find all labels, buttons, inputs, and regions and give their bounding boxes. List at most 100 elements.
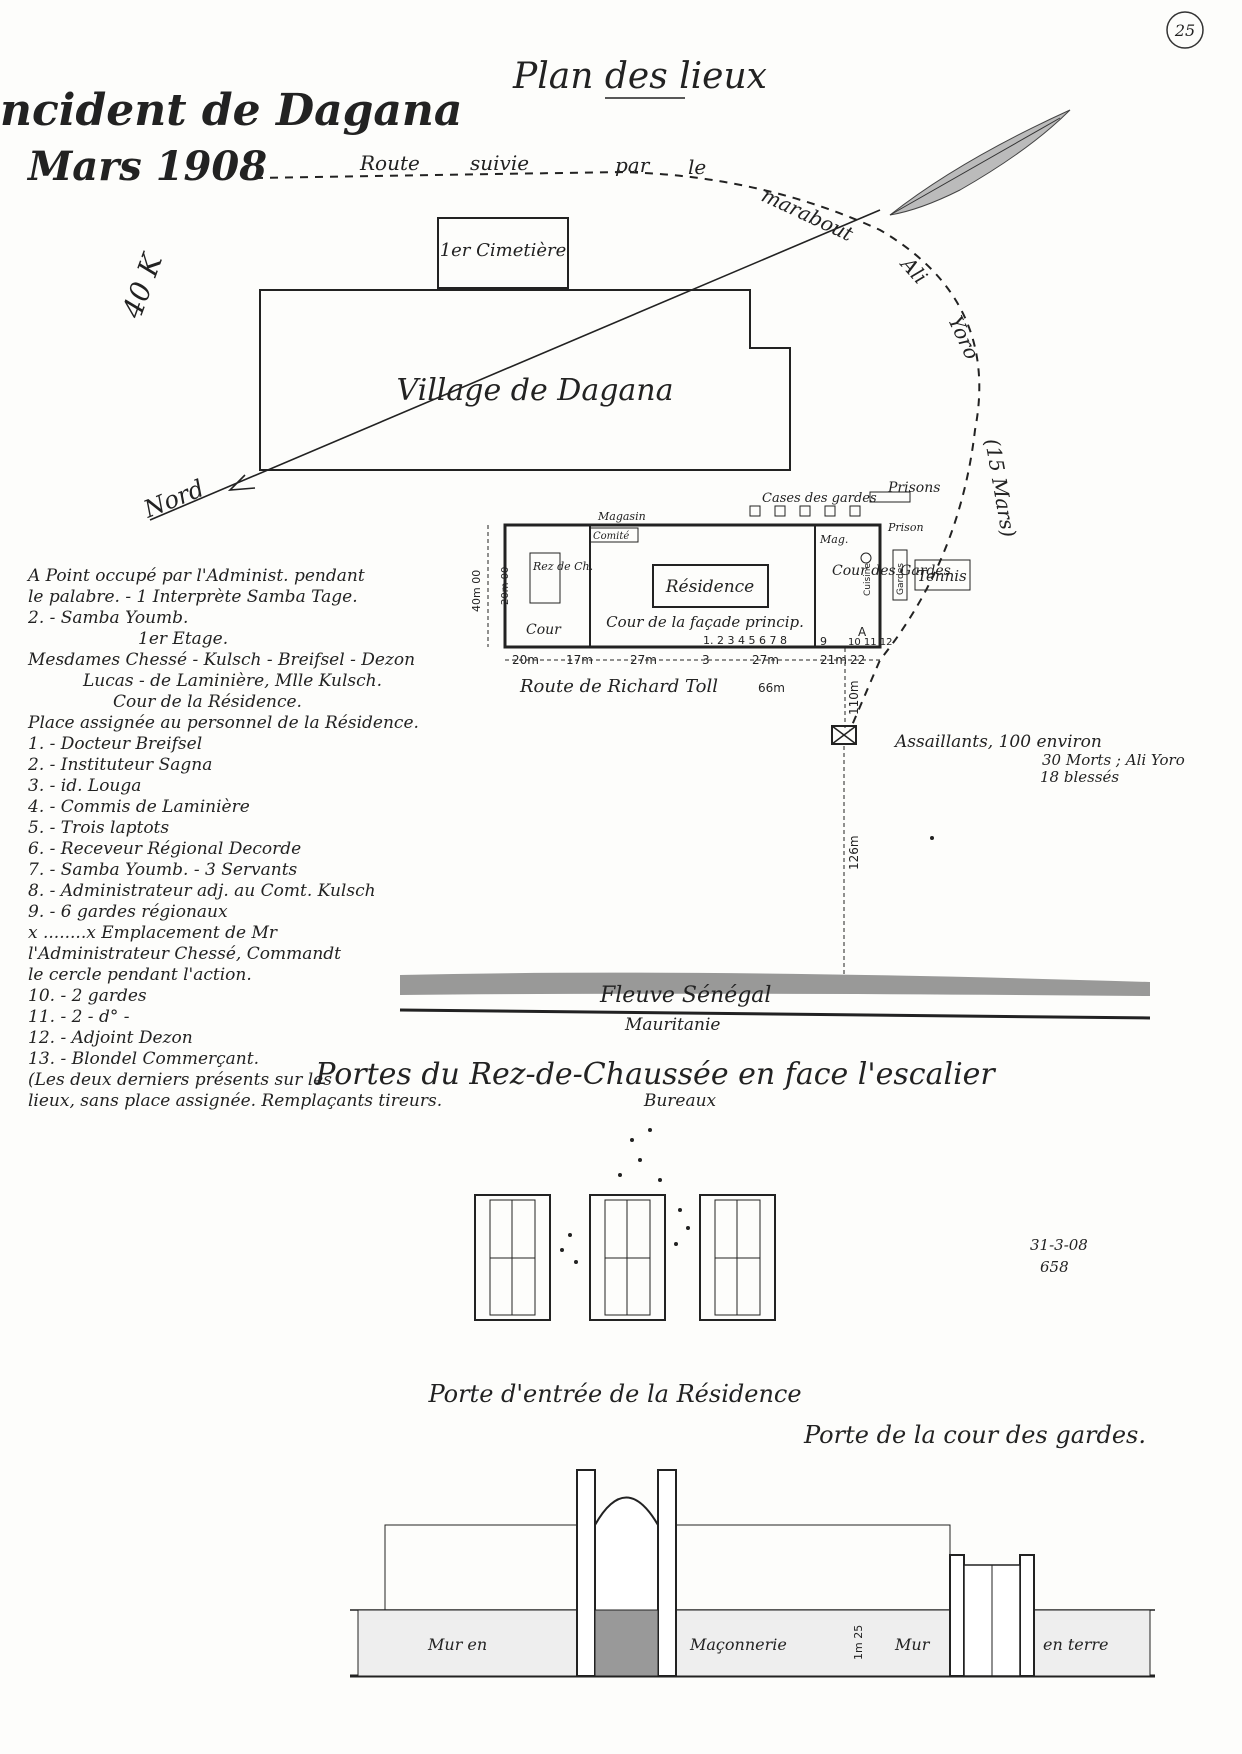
mag-label: Mag. <box>819 533 848 546</box>
cemetery-box <box>437 217 569 289</box>
river-band <box>400 972 1150 996</box>
quill-icon <box>889 109 1071 216</box>
incident-heading: ncident de Dagana <box>0 85 462 136</box>
dim-4: 3 <box>702 653 710 667</box>
comite-label: Comité <box>593 531 629 542</box>
legend-line: l'Administrateur Chessé, Commandt <box>28 944 342 964</box>
dim-7: 22 <box>850 653 865 667</box>
date-heading: Mars 1908 <box>26 143 267 190</box>
assailants-line-3: 18 blessés <box>1040 768 1119 786</box>
dim-2: 17m <box>566 653 593 667</box>
rez-label: Rez de Ch. <box>532 560 593 573</box>
dist-66: 66m <box>758 681 785 695</box>
village-label: Village de Dagana <box>396 373 673 408</box>
wall-label-2: Maçonnerie <box>689 1635 787 1654</box>
dim-height-inner: 20m 00 <box>500 567 511 605</box>
legend-line: 6. - Receveur Régional Decorde <box>28 839 302 859</box>
bullet-impacts <box>560 1128 690 1264</box>
legend-notes: A Point occupé par l'Administ. pendant l… <box>28 566 488 1112</box>
wall-label-1: Mur en <box>427 1635 487 1654</box>
assailants-marker <box>831 725 857 745</box>
legend-line: 8. - Administrateur adj. au Comt. Kulsch <box>28 881 376 901</box>
wall-height: 1m 25 <box>852 1625 865 1660</box>
porte-cour-title: Porte de la cour des gardes. <box>803 1421 1146 1449</box>
legend-line: 1. - Docteur Breifsel <box>28 734 203 754</box>
comite-box <box>589 527 639 543</box>
legend-line: (Les deux derniers présents sur les <box>28 1070 332 1090</box>
tennis-box <box>914 559 971 591</box>
route-word-6: Ali <box>895 251 932 289</box>
route-word-3: par <box>615 153 651 177</box>
legend-line: Mesdames Chessé - Kulsch - Breifsel - De… <box>28 650 416 670</box>
num-right: 10 11 12 <box>848 637 893 648</box>
residence-label: Résidence <box>665 577 755 597</box>
assailants-x2 <box>831 725 857 745</box>
cuisine-label: Cuisine <box>863 563 873 596</box>
num-9: 9 <box>820 635 827 648</box>
north-label: Nord <box>139 474 208 524</box>
dist-110: 110m <box>847 680 861 715</box>
route-word-4: le <box>688 155 706 179</box>
rez-box <box>529 552 561 604</box>
river-label: Fleuve Sénégal <box>599 983 771 1008</box>
route-word-7: Yoro <box>943 312 984 363</box>
door-3 <box>699 1194 776 1321</box>
north-line <box>149 209 881 521</box>
gate-elevation <box>350 1469 1155 1678</box>
legend-line: Cour de la Résidence. <box>113 692 302 712</box>
gardes-box <box>892 549 908 601</box>
river-bank <box>399 1008 1151 1020</box>
assailants-line-1: Assaillants, 100 environ <box>893 732 1102 752</box>
margin-stamp: 25 <box>1174 21 1195 40</box>
legend-line: 2. - Samba Youmb. <box>28 608 189 628</box>
wall-label-4: en terre <box>1043 1635 1109 1654</box>
north-arrow-icon <box>227 474 256 491</box>
mauritanie-label: Mauritanie <box>624 1015 720 1035</box>
porte-entree-title: Porte d'entrée de la Résidence <box>427 1380 801 1408</box>
door-1 <box>474 1194 551 1321</box>
portes-title: Portes du Rez-de-Chaussée en face l'esca… <box>314 1057 996 1092</box>
assailants-line-2: 30 Morts ; Ali Yoro <box>1042 751 1185 769</box>
residence-compound <box>503 523 882 649</box>
page-title: Plan des lieux <box>512 56 767 97</box>
route-word-2: suivie <box>470 151 529 175</box>
point-a: A <box>858 625 867 639</box>
gardes-box-label: Gardes <box>896 563 906 595</box>
legend-line: x ........x Emplacement de Mr <box>28 923 278 943</box>
legend-line: 3. - id. Louga <box>28 776 142 796</box>
route-richard-label: Route de Richard Toll <box>519 676 718 697</box>
well-icon <box>860 552 872 564</box>
position-numbers: 1. 2 3 4 5 6 7 8 <box>703 634 787 647</box>
prison-label: Prison <box>887 521 924 534</box>
legend-line: le palabre. - 1 Interprète Samba Tage. <box>28 587 358 607</box>
cour-facade-label: Cour de la façade princip. <box>606 613 804 631</box>
legend-line: 5. - Trois laptots <box>28 818 170 838</box>
residence-box <box>652 564 769 608</box>
stamp-circle <box>1166 11 1204 49</box>
dim-height-left: 40m 00 <box>470 570 483 612</box>
dim-6: 21m <box>820 653 847 667</box>
date-note-2: 658 <box>1040 1258 1069 1276</box>
cour-gardes-label: Cour des Gardes <box>832 563 951 579</box>
pencil-note: 40 K <box>115 248 169 324</box>
route-word-1: Route <box>359 151 420 175</box>
legend-line: 9. - 6 gardes régionaux <box>28 902 228 922</box>
wall-label-3: Mur <box>894 1635 931 1654</box>
legend-line: 13. - Blondel Commerçant. <box>28 1049 259 1069</box>
dist-126: 126m <box>847 835 861 870</box>
legend-line: 10. - 2 gardes <box>28 986 147 1006</box>
route-word-8: (15 Mars) <box>980 437 1021 539</box>
cemetery-label: 1er Cimetière <box>440 240 567 261</box>
legend-line: 2. - Instituteur Sagna <box>28 755 213 775</box>
dim-5: 27m <box>752 653 779 667</box>
date-note-1: 31-3-08 <box>1030 1236 1088 1254</box>
legend-line: 12. - Adjoint Dezon <box>28 1028 193 1048</box>
legend-line: 7. - Samba Youmb. - 3 Servants <box>28 860 298 880</box>
legend-line: 1er Etage. <box>138 629 229 649</box>
legend-line: A Point occupé par l'Administ. pendant <box>28 566 365 586</box>
tennis-label: Tennis <box>917 567 967 585</box>
legend-line: Place assignée au personnel de la Réside… <box>28 713 419 733</box>
prisons-label: Prisons <box>887 480 940 496</box>
